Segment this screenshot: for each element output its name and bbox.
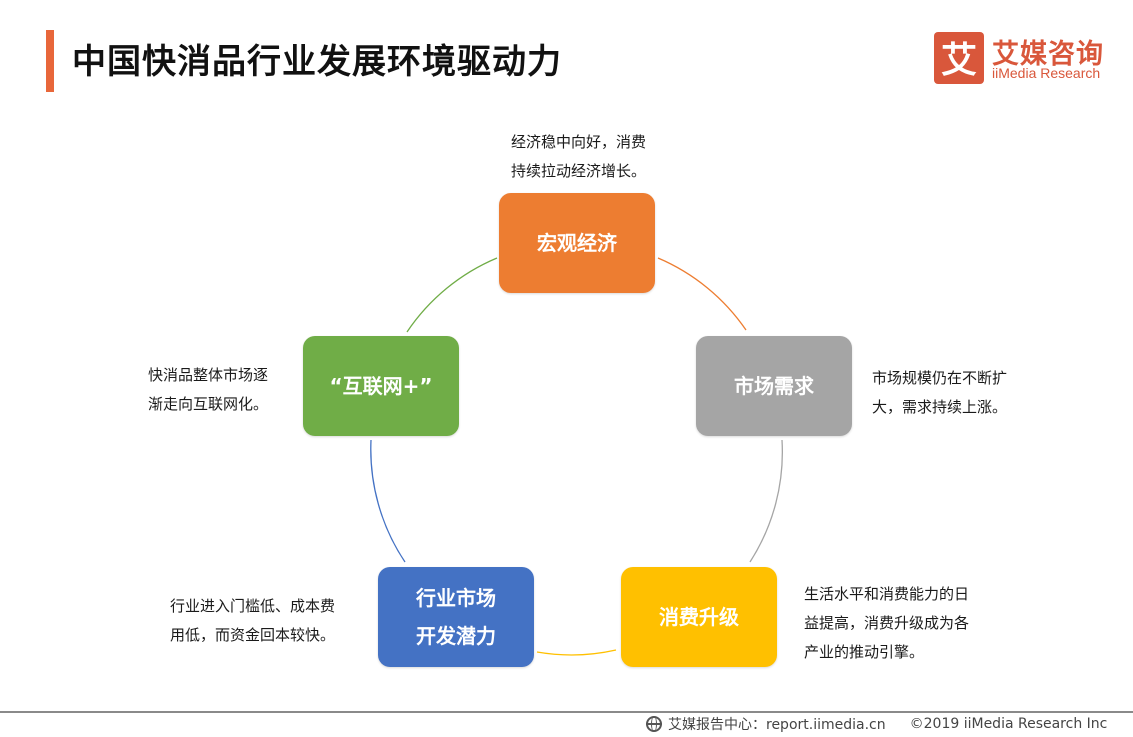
logo-mark-icon: 艾 — [934, 32, 984, 84]
footer-copyright: ©2019 iiMedia Research Inc — [909, 716, 1108, 732]
node-consumption-upgrade: 消费升级 — [621, 567, 777, 667]
title-accent-bar — [46, 30, 54, 92]
footer-divider — [0, 711, 1133, 713]
arc-potential-internet — [370, 439, 406, 563]
note-line: 经济稳中向好，消费 — [511, 133, 647, 151]
arc-macro-demand — [657, 257, 747, 331]
note-line: 快消品整体市场逐 — [148, 366, 269, 384]
arc-internet-macro — [406, 257, 498, 333]
note-macro-economy: 经济稳中向好，消费 持续拉动经济增长。 — [511, 128, 671, 186]
node-label: 宏观经济 — [537, 231, 617, 255]
note-line: 持续拉动经济增长。 — [511, 162, 647, 180]
note-market-potential: 行业进入门槛低、成本费 用低，而资金回本较快。 — [170, 592, 355, 650]
page-title: 中国快消品行业发展环境驱动力 — [72, 42, 562, 82]
arc-demand-upgrade — [749, 439, 784, 563]
footer: 艾媒报告中心：report.iimedia.cn ©2019 iiMedia R… — [646, 713, 1107, 735]
note-market-demand: 市场规模仍在不断扩 大，需求持续上涨。 — [872, 364, 1022, 422]
node-market-potential: 行业市场 开发潜力 — [378, 567, 534, 667]
note-line: 产业的推动引擎。 — [804, 643, 925, 661]
note-line: 生活水平和消费能力的日 — [804, 585, 970, 603]
note-line: 行业进入门槛低、成本费 — [170, 597, 336, 615]
note-internet-plus: 快消品整体市场逐 渐走向互联网化。 — [148, 361, 283, 419]
logo-text-en: iiMedia Research — [992, 65, 1101, 81]
logo-text-cn: 艾媒咨询 — [992, 39, 1104, 70]
arc-upgrade-potential — [536, 649, 617, 656]
node-label-line-2: 开发潜力 — [416, 624, 496, 648]
globe-icon — [646, 716, 662, 732]
note-line: 渐走向互联网化。 — [148, 395, 269, 413]
node-label: 市场需求 — [734, 374, 814, 398]
node-label: 消费升级 — [659, 605, 739, 629]
node-market-demand: 市场需求 — [696, 336, 852, 436]
node-macro-economy: 宏观经济 — [499, 193, 655, 293]
logo-mark-char: 艾 — [941, 40, 977, 81]
footer-source[interactable]: 艾媒报告中心：report.iimedia.cn — [668, 717, 886, 733]
brand-logo: 艾 艾媒咨询 iiMedia Research — [934, 32, 1114, 86]
node-label: “互联网+” — [329, 374, 433, 398]
node-label-line-1: 行业市场 — [416, 586, 496, 610]
note-line: 益提高，消费升级成为各 — [804, 614, 970, 632]
note-line: 用低，而资金回本较快。 — [170, 626, 336, 644]
note-line: 大，需求持续上涨。 — [872, 398, 1008, 416]
note-consumption-upgrade: 生活水平和消费能力的日 益提高，消费升级成为各 产业的推动引擎。 — [804, 580, 989, 667]
note-line: 市场规模仍在不断扩 — [872, 369, 1008, 387]
node-internet-plus: “互联网+” — [303, 336, 459, 436]
